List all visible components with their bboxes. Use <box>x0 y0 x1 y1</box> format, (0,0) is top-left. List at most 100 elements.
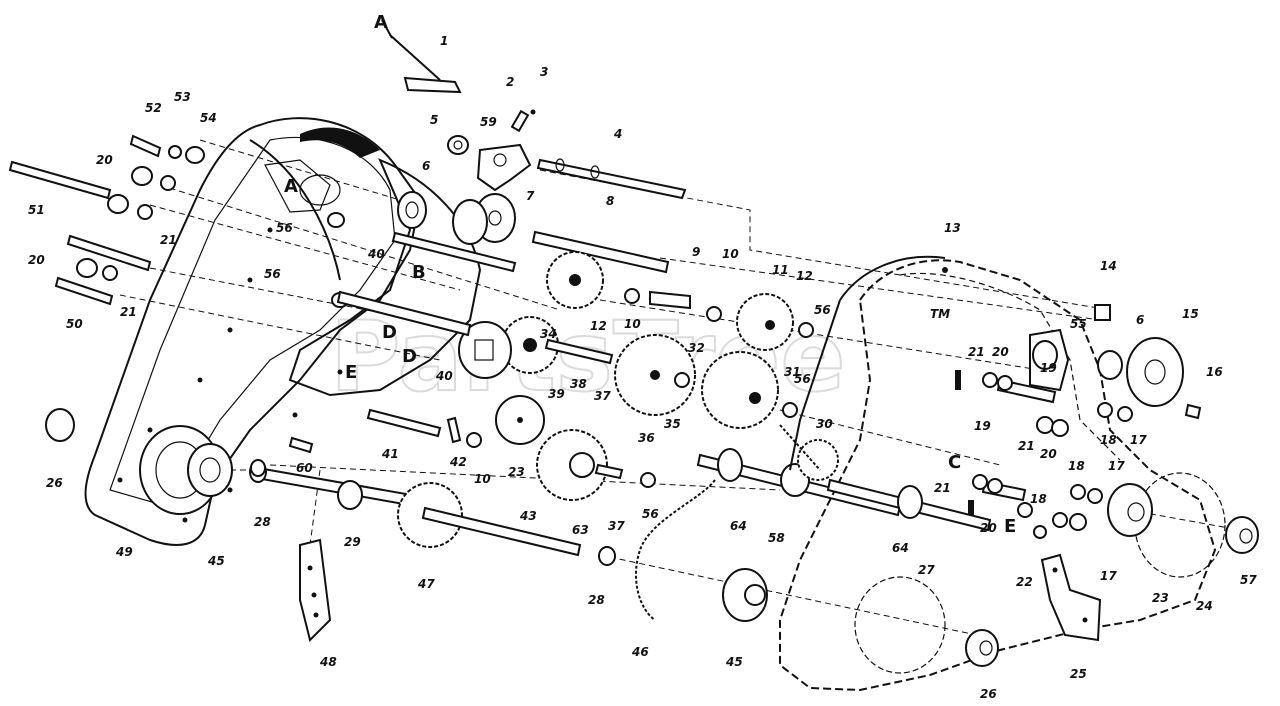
callout-8: 8 <box>606 194 614 208</box>
letter-C: C <box>948 452 961 473</box>
callout-30: 30 <box>816 417 833 431</box>
callout-57: 57 <box>1240 573 1257 587</box>
callout-16: 16 <box>1206 365 1223 379</box>
bearing-6-left <box>397 191 427 229</box>
letter-D-2: D <box>402 346 417 367</box>
letter-A-housing: A <box>284 176 298 197</box>
callout-21-e: 21 <box>934 481 951 495</box>
callout-20-e: 20 <box>980 521 997 535</box>
shaft-41 <box>366 408 442 438</box>
callout-56-c: 56 <box>814 303 831 317</box>
callout-45-a: 45 <box>207 554 225 568</box>
callout-38: 38 <box>570 377 587 391</box>
callout-55: 55 <box>1070 317 1087 331</box>
nut-57 <box>1225 516 1259 554</box>
callout-21-b: 21 <box>120 305 137 319</box>
callout-56-e: 56 <box>642 507 659 521</box>
callout-17-c: 17 <box>1100 569 1117 583</box>
washer-28a <box>250 459 266 477</box>
callout-21-a: 21 <box>160 233 177 247</box>
callout-19-a: 19 <box>1040 361 1057 375</box>
callout-36: 36 <box>638 431 655 445</box>
callout-43: 43 <box>519 509 537 523</box>
callout-37-a: 37 <box>594 389 611 403</box>
callout-31: 31 <box>784 365 801 379</box>
shaft-40 <box>336 231 517 337</box>
callout-35: 35 <box>664 417 681 431</box>
bearing-45b <box>722 568 768 622</box>
letter-B: B <box>412 262 426 283</box>
washer-28b <box>598 546 616 566</box>
callout-15: 15 <box>1182 307 1199 321</box>
right-gear-housing <box>779 255 1226 692</box>
callout-64-a: 64 <box>730 519 747 533</box>
callout-23-b: 23 <box>1152 591 1169 605</box>
callout-1: 1 <box>440 34 448 48</box>
screw-60 <box>288 436 314 454</box>
callout-53: 53 <box>174 90 191 104</box>
letter-markers: A A B D D E C E <box>284 12 1016 537</box>
callout-24: 24 <box>1196 599 1213 613</box>
callout-10-b: 10 <box>624 317 641 331</box>
callout-20-d: 20 <box>1040 447 1057 461</box>
seal-23b <box>1107 483 1153 537</box>
callout-54: 54 <box>200 111 217 125</box>
callout-51: 51 <box>28 203 45 217</box>
bolts-left <box>8 134 349 442</box>
callout-21-d: 21 <box>1018 439 1035 453</box>
callout-18-a: 18 <box>1100 433 1117 447</box>
callout-42: 42 <box>449 455 467 469</box>
callout-18-b: 18 <box>1068 459 1085 473</box>
shaft-8 <box>531 230 670 274</box>
callout-17-a: 17 <box>1130 433 1147 447</box>
shaft-4 <box>536 158 687 200</box>
part-callouts: 1 2 3 4 5 59 6 7 8 52 53 54 20 21 51 20 … <box>28 34 1257 701</box>
callout-13: 13 <box>944 221 961 235</box>
letter-E-right: E <box>1004 516 1016 537</box>
callout-18-c: 18 <box>1030 492 1047 506</box>
callout-25: 25 <box>1070 667 1087 681</box>
left-gear-housing <box>84 117 422 546</box>
flange-15 <box>1126 337 1184 407</box>
callout-63: 63 <box>572 523 589 537</box>
callout-58: 58 <box>768 531 785 545</box>
callout-56-b: 56 <box>264 267 281 281</box>
shift-lever-1 <box>381 19 462 94</box>
callout-10-c: 10 <box>474 472 491 486</box>
shaft-27 <box>826 478 992 532</box>
callout-39: 39 <box>548 387 565 401</box>
letter-A-top: A <box>374 12 388 33</box>
nut-26b <box>965 629 999 667</box>
gear-43 <box>536 429 624 501</box>
callout-40-a: 40 <box>367 247 385 261</box>
spacers-9-10 <box>466 288 814 488</box>
callout-6-right: 6 <box>1136 313 1144 327</box>
callout-41: 41 <box>381 447 399 461</box>
callout-3: 3 <box>540 65 548 79</box>
callout-23-a: 23 <box>508 465 525 479</box>
pin-42 <box>446 416 462 444</box>
gear-31 <box>701 351 779 429</box>
bearing-6-right <box>1097 350 1123 380</box>
bolts-right <box>955 304 1202 539</box>
callout-59: 59 <box>480 115 497 129</box>
callout-56-a: 56 <box>276 221 293 235</box>
gear-47 <box>397 482 582 557</box>
callout-37-b: 37 <box>608 519 625 533</box>
gear-11 <box>736 293 794 351</box>
callout-49: 49 <box>115 545 133 559</box>
cover-plate-55 <box>1029 328 1070 392</box>
gear-12a <box>546 251 604 309</box>
callout-56-d: 56 <box>794 372 811 386</box>
callout-4: 4 <box>613 127 622 141</box>
callout-50: 50 <box>66 317 83 331</box>
spacer-23a <box>495 395 545 445</box>
callout-2: 2 <box>506 75 514 89</box>
callout-46: 46 <box>631 645 649 659</box>
callout-11: 11 <box>772 263 789 277</box>
callout-14: 14 <box>1100 259 1117 273</box>
callout-7: 7 <box>526 189 535 203</box>
callout-21-c: 21 <box>968 345 985 359</box>
callout-47: 47 <box>417 577 435 591</box>
